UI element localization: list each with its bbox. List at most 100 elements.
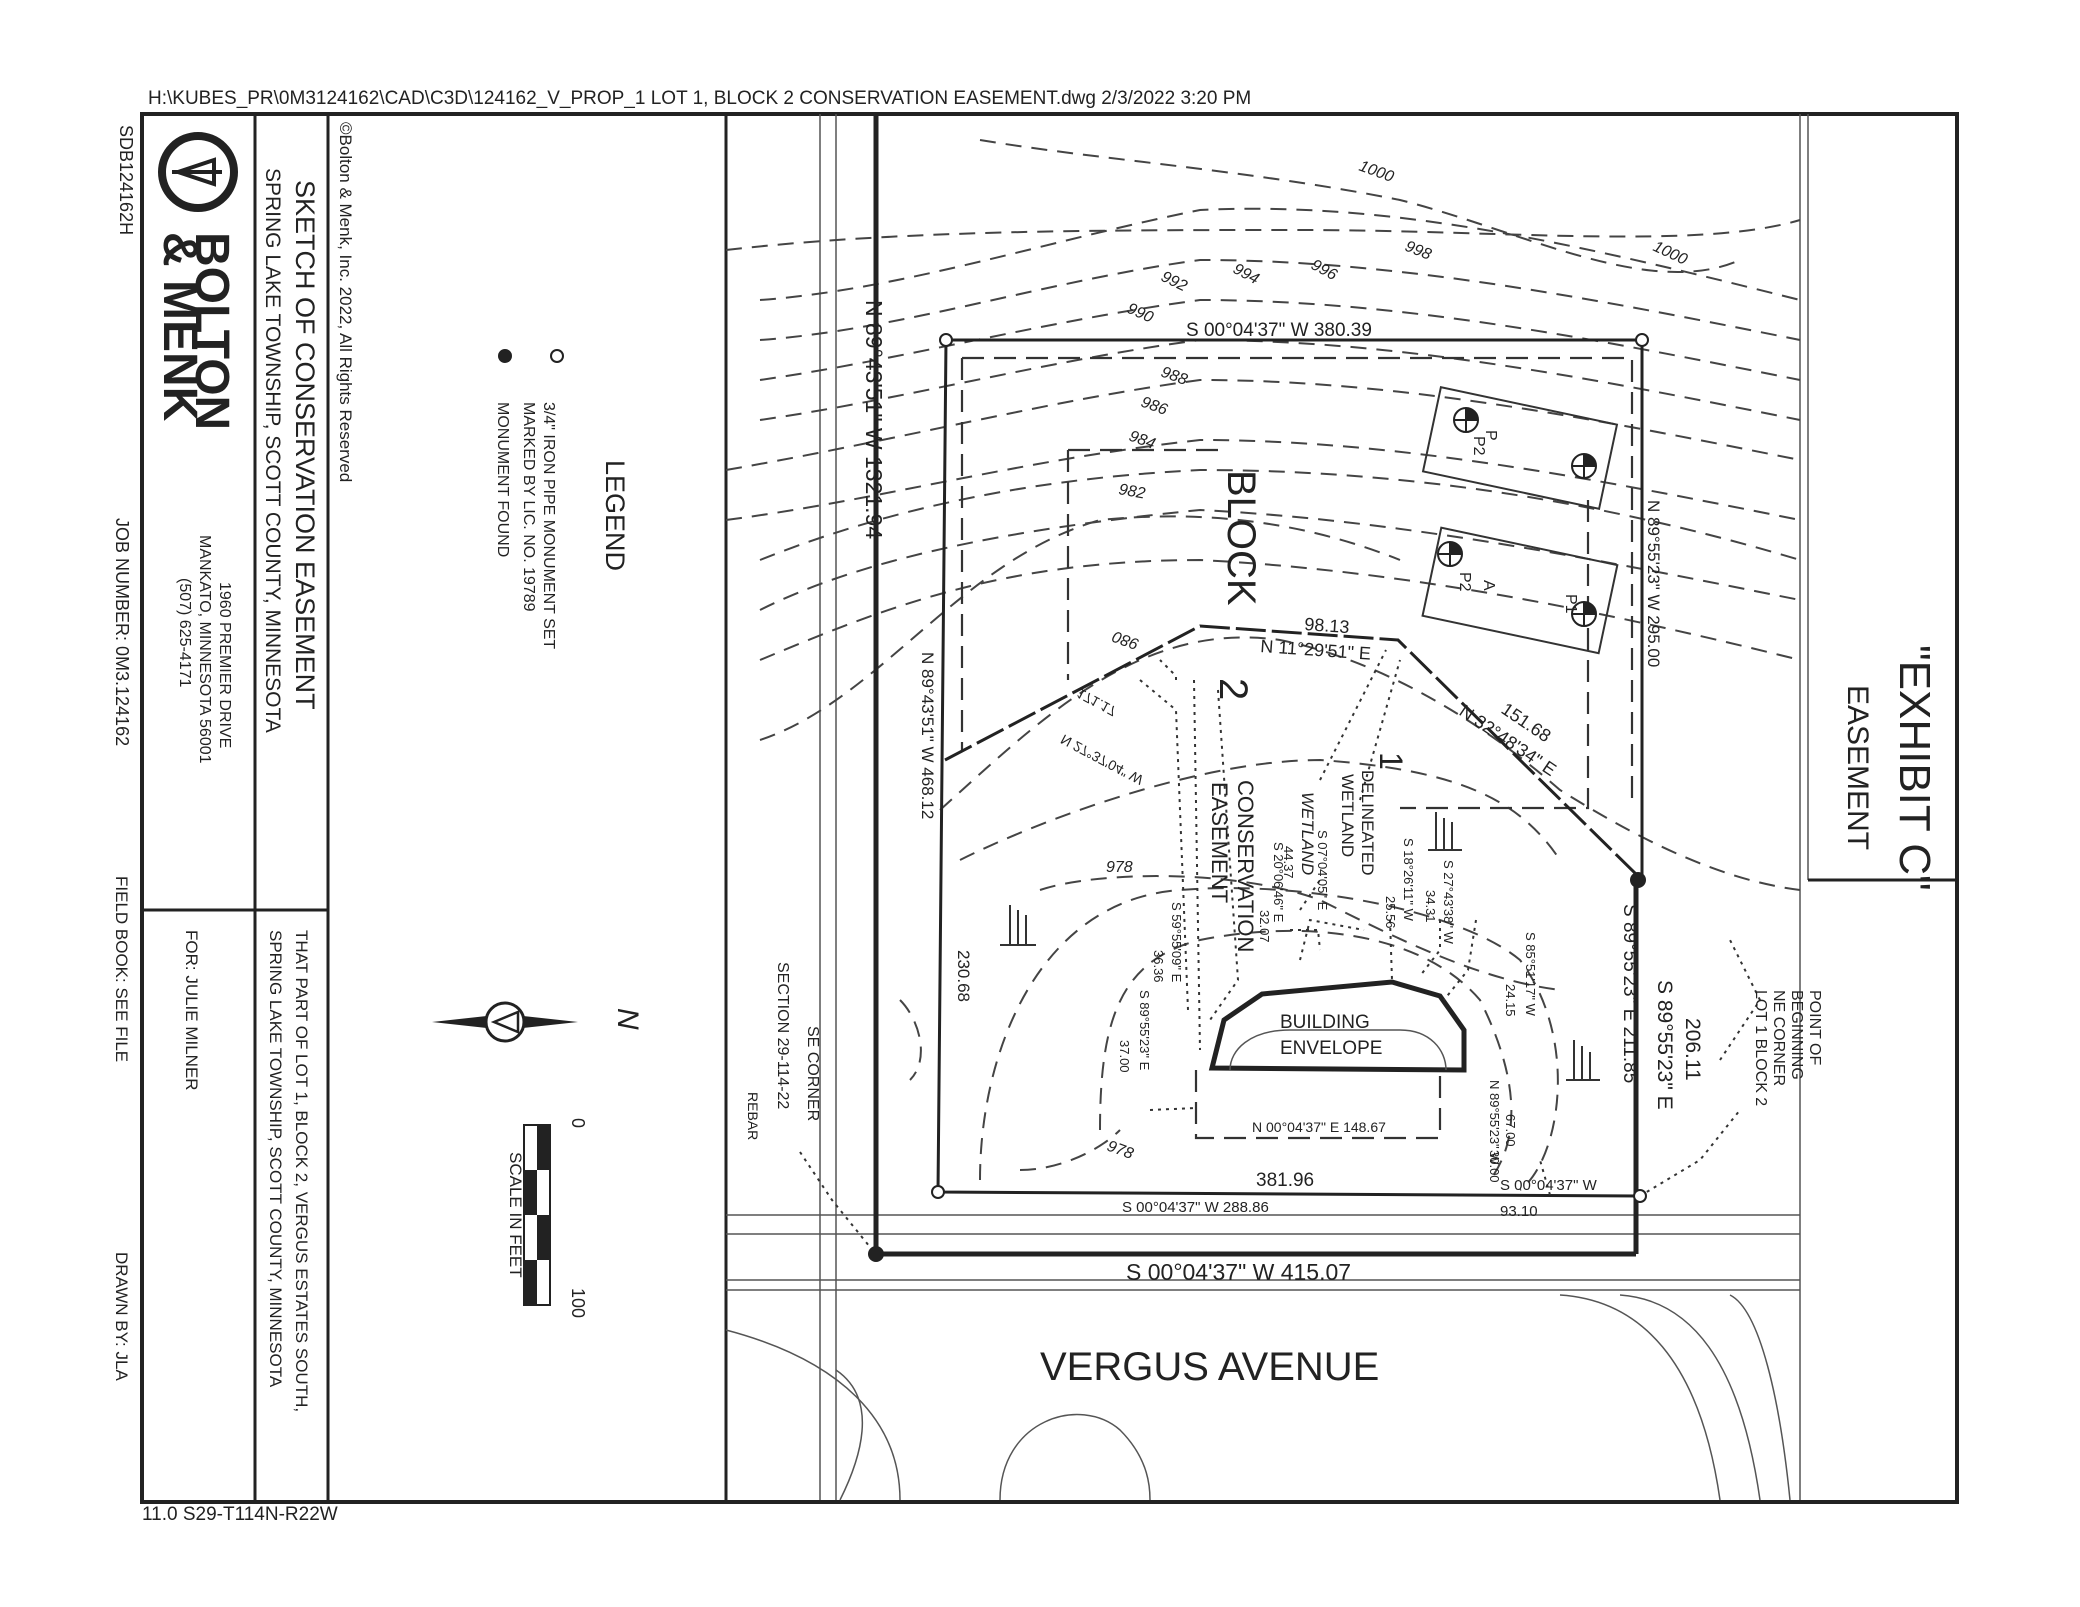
- bearing-south-inner-b: S 00°04'37" W: [1500, 1177, 1598, 1194]
- lot-boundary: [873, 114, 1644, 1257]
- bearing-b1: S 27°43'38" W: [1441, 860, 1456, 945]
- contour-label: 998: [1403, 238, 1434, 264]
- building-envelope-line2: ENVELOPE: [1280, 1038, 1382, 1059]
- distance-98: 98.13: [1304, 614, 1350, 637]
- contour-label: 996: [1308, 257, 1340, 285]
- scale-hundred-label: 100: [568, 1288, 588, 1318]
- monument-set-se: [1633, 1189, 1647, 1203]
- contour-label: 978: [1106, 859, 1133, 876]
- monument-found-se-corner: [868, 1246, 884, 1262]
- address-line1: 1960 PREMIER DRIVE: [216, 582, 233, 748]
- septic-label-p: P: [1482, 430, 1499, 441]
- company-name-line1: BOLTON: [185, 232, 238, 430]
- distance-nw-diagonal: 171.17: [1074, 685, 1120, 719]
- pob-line4: LOT 1 BLOCK 2: [1752, 990, 1769, 1106]
- leader-lines: [799, 649, 1762, 1253]
- map-linework: [724, 114, 1957, 1501]
- pob-line1: POINT OF: [1806, 990, 1823, 1065]
- bearing-north-line: S 00°04'37" W 380.39: [1186, 320, 1372, 341]
- bearing-b10: 30.00: [1487, 1150, 1502, 1183]
- bearing-b4: S 20°06'46" E: [1271, 842, 1286, 923]
- bearing-south-lot: S 00°04'37" W 415.07: [1126, 1259, 1351, 1285]
- bearing-b8-distance: 67.00: [1503, 1114, 1518, 1147]
- scale-zero-label: 0: [568, 1118, 588, 1128]
- se-corner-line3: REBAR: [745, 1092, 761, 1140]
- sheet-id: SDB124162H: [116, 125, 136, 235]
- legend-item2: MONUMENT FOUND: [494, 402, 511, 557]
- se-corner-line2: SECTION 29-114-22: [774, 962, 791, 1109]
- bearing-nw-diagonal: N 27°37'04" W: [1058, 731, 1147, 788]
- contour-lines: [725, 139, 1801, 1191]
- sketch-location: SPRING LAKE TOWNSHIP, SCOTT COUNTY, MINN…: [261, 168, 284, 733]
- building-envelope-line1: BUILDING: [1280, 1012, 1370, 1033]
- contour-label: 980: [1110, 627, 1141, 652]
- monument-set-sw: [931, 1185, 945, 1199]
- drawn-by: DRAWN BY: JLA: [112, 1252, 131, 1381]
- building-envelope: [1194, 979, 1467, 1140]
- pob-line3: NE CORNER: [1770, 990, 1787, 1086]
- copyright-text: ©Bolton & Menk, Inc. 2022, All Rights Re…: [336, 122, 355, 482]
- conservation-easement-boundary: [944, 624, 1642, 880]
- monument-set-ne: [1635, 333, 1649, 347]
- bearing-b3-distance: 44.37: [1281, 846, 1296, 879]
- footer-code: 11.0 S29-T114N-R22W: [142, 1504, 338, 1525]
- septic-markers: [1437, 407, 1597, 627]
- legal-description-line1: THAT PART OF LOT 1, BLOCK 2, VERGUS ESTA…: [292, 930, 311, 1412]
- bearing-b3: S 07°04'05" E: [1315, 830, 1330, 911]
- phone-number: (507) 625-4171: [176, 578, 193, 688]
- north-label: N: [611, 1008, 644, 1030]
- road-name: VERGUS AVENUE: [1040, 1345, 1379, 1389]
- company-name-line2: & MENK: [153, 232, 206, 422]
- contour-label: 986: [1139, 394, 1170, 419]
- bearing-b7: S 85°51'17" W: [1523, 932, 1538, 1017]
- legend-open-circle-icon: [550, 349, 564, 363]
- legend-item1-line1: 3/4" IRON PIPE MONUMENT SET: [540, 402, 557, 649]
- bearing-b4-distance: 32.07: [1257, 910, 1272, 943]
- exhibit-subtitle: EASEMENT: [1841, 685, 1874, 850]
- contour-labels: 1000 1000 998 996 994 992 990 988 986 98…: [1105, 158, 1690, 1163]
- contour-label: 978: [1105, 1138, 1136, 1163]
- wetland-line1: DELINEATED: [1358, 770, 1377, 876]
- bearing-labels: S 00°04'37" W 380.39 N 89°43'51" W 1321.…: [861, 300, 1704, 1285]
- bearing-b2-distance: 25.56: [1383, 896, 1398, 929]
- bearing-east-lot: N 89°55'23" W 295.00: [1644, 500, 1663, 667]
- block-label: BLOCK: [1219, 470, 1263, 606]
- bearing-south-inner: S 00°04'37" W 288.86: [1122, 1199, 1269, 1216]
- wetland-italic-label: WETLAND: [1298, 792, 1317, 875]
- field-book: FIELD BOOK: SEE FILE: [112, 876, 131, 1062]
- contour-label: 994: [1230, 261, 1262, 289]
- distance-93: 93.10: [1500, 1203, 1538, 1220]
- distance-230: 230.68: [954, 950, 973, 1002]
- septic-label-p2: P2: [1456, 572, 1473, 592]
- bearing-west-long: N 89°43'51" W 1321.94: [861, 300, 887, 539]
- block-number: 2: [1211, 678, 1255, 700]
- se-corner-line1: SE CORNER: [804, 1026, 821, 1121]
- sheet-border: [140, 112, 1959, 1504]
- bearing-east-b-distance: 206.11: [1681, 1018, 1704, 1081]
- pob-line2: BEGINNING: [1788, 990, 1805, 1080]
- septic-label-p2-top: P2: [1470, 436, 1487, 456]
- scale-bar: 0 100 SCALE IN FEET: [506, 1118, 588, 1318]
- wetland-symbols: [1000, 812, 1600, 1081]
- scale-label: SCALE IN FEET: [506, 1152, 525, 1278]
- bearing-98: N 11°29'51" E: [1260, 636, 1372, 664]
- conservation-easement-line2: EASEMENT: [1207, 782, 1232, 903]
- septic-area-a: [1421, 526, 1619, 655]
- legend-item1-line2: MARKED BY LIC. NO. 19789: [520, 402, 537, 612]
- contour-label: 990: [1124, 300, 1155, 326]
- bearing-b1-distance: 34.31: [1423, 890, 1438, 923]
- septic-area-p: [1421, 386, 1619, 510]
- bearing-b5-distance: 36.36: [1151, 950, 1166, 983]
- bearing-east-b: S 89°55'23" E: [1653, 980, 1676, 1110]
- septic-label-p1: P1: [1562, 594, 1579, 614]
- bearing-b9: N 00°04'37" E 148.67: [1252, 1119, 1386, 1135]
- bearing-b8: N 89°55'23" W: [1487, 1080, 1502, 1165]
- bearing-west-lot: N 89°43'51" W 468.12: [918, 652, 937, 819]
- septic-label-a: A: [1480, 580, 1497, 591]
- address-line2: MANKATO, MINNESOTA 56001: [196, 535, 213, 764]
- contour-label: 982: [1117, 481, 1146, 502]
- distance-381: 381.96: [1256, 1170, 1314, 1191]
- contour-label: 984: [1127, 428, 1158, 453]
- bearing-b2: S 18°26'11" W: [1401, 838, 1416, 922]
